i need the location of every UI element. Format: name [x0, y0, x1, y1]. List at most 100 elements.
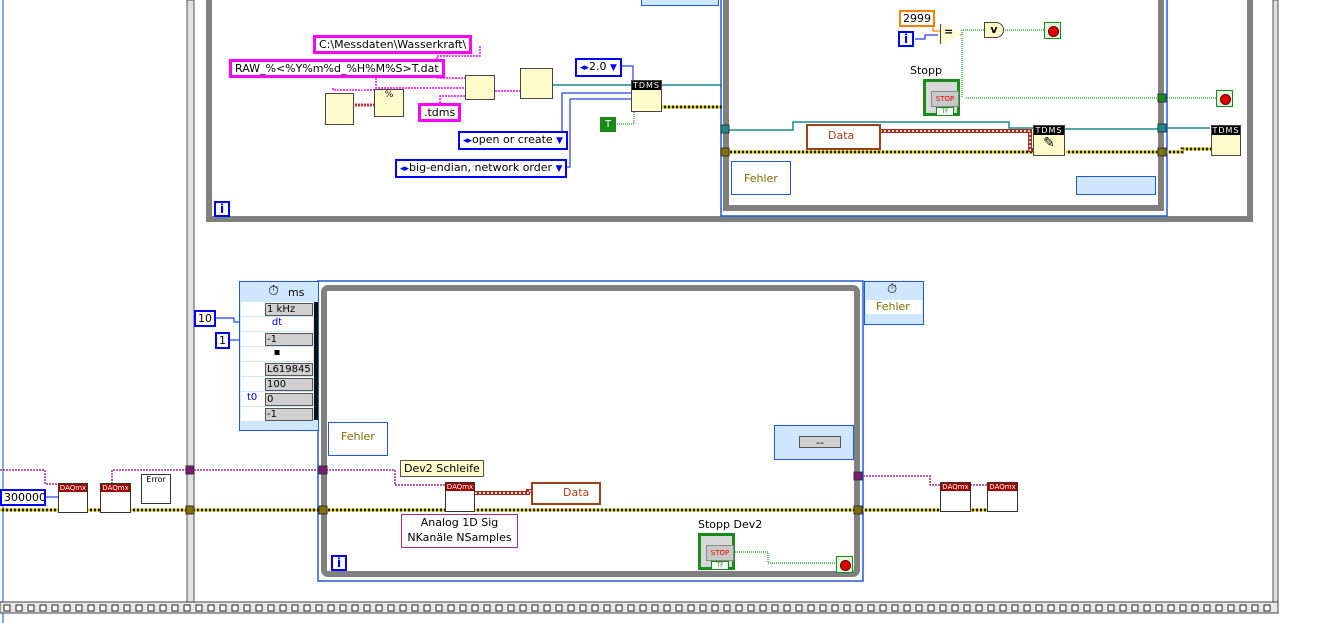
daqmx-read-node[interactable]: DAQmx [445, 482, 475, 512]
operation-enum-value: open or create [472, 133, 553, 146]
filmstrip-sprocket [219, 604, 227, 612]
daqmx-start-node[interactable]: DAQmx [100, 483, 131, 513]
path-constant[interactable]: C:\Messdaten\Wasserkraft\ [313, 35, 473, 54]
filmstrip-sprocket [1107, 604, 1115, 612]
timed-loop-inner-frame [321, 285, 860, 577]
sequence-frame-right [1272, 0, 1279, 613]
filmstrip-sprocket [15, 604, 23, 612]
tf-text: TF [711, 561, 729, 570]
dt-constant[interactable]: 10 [194, 310, 216, 327]
filmstrip-sprocket [663, 604, 671, 612]
filmstrip-sprocket [807, 604, 815, 612]
filmstrip-sprocket [495, 604, 503, 612]
filmstrip-sprocket [411, 604, 419, 612]
t0-label: t0 [247, 392, 258, 403]
filmstrip-sprocket [783, 604, 791, 612]
clock-icon: ⏱ [268, 283, 279, 299]
tdms-close-node[interactable]: TDMS [1211, 125, 1241, 156]
filmstrip-sprocket [975, 604, 983, 612]
deadline-value: -1 [265, 408, 313, 421]
error-shift-cluster[interactable]: Fehler [731, 161, 791, 195]
true-constant[interactable]: T [600, 117, 616, 132]
inner-while-loop-frame [723, 0, 1164, 211]
filmstrip-sprocket [819, 604, 827, 612]
daqmx-label: DAQmx [446, 483, 474, 491]
stop-text: STOP [931, 91, 959, 107]
daqmx-clear-node[interactable]: DAQmx [987, 482, 1018, 512]
filmstrip-sprocket [939, 604, 947, 612]
filmstrip-sprocket [843, 604, 851, 612]
filmstrip-sprocket [27, 604, 35, 612]
daqmx-stop-node[interactable]: DAQmx [940, 482, 971, 512]
selector-line1: Analog 1D Sig [420, 516, 499, 529]
filmstrip-sprocket [747, 604, 755, 612]
filmstrip-sprocket [651, 604, 659, 612]
priority-value: 100 [265, 378, 313, 391]
extension-constant[interactable]: .tdms [418, 103, 462, 122]
sequence-frame-separator [186, 0, 195, 607]
dt-row: dt [241, 317, 313, 331]
filmstrip-sprocket [915, 604, 923, 612]
filmstrip-sprocket [1023, 604, 1031, 612]
daqmx-timing-node[interactable]: DAQmx [58, 483, 88, 513]
offset-constant[interactable]: 1 [215, 332, 230, 349]
daqmx-label: DAQmx [941, 483, 970, 491]
filmstrip-sprocket [579, 604, 587, 612]
timed-loop-iteration-terminal: i [331, 555, 347, 571]
filmstrip-sprocket [423, 604, 431, 612]
tdms-write-node[interactable]: TDMS✎ [1033, 125, 1065, 156]
or-node[interactable]: v [984, 22, 1004, 38]
operation-enum[interactable]: ◂▸open or create ▼ [458, 131, 569, 150]
filmstrip-sprocket [1059, 604, 1067, 612]
stopp-label: Stopp [910, 64, 942, 77]
filmstrip-sprocket [207, 604, 215, 612]
dev2-schleife-label: Dev2 Schleife [400, 460, 484, 477]
left-fehler-label: Fehler [341, 430, 375, 443]
filmstrip-sprocket [951, 604, 959, 612]
filmstrip-sprocket [267, 604, 275, 612]
filmstrip-sprocket [879, 604, 887, 612]
data-value-reference-node[interactable]: Data [806, 124, 881, 150]
byte-order-enum[interactable]: ◂▸big-endian, network order ▼ [395, 159, 568, 178]
filmstrip-sprocket [1143, 604, 1151, 612]
error-handler-node[interactable]: Error [141, 474, 171, 504]
timed-loop-output-node[interactable]: ⏱ Fehler [864, 281, 924, 325]
daqmx-label: DAQmx [59, 484, 87, 492]
version-enum[interactable]: ◂▸2.0 ▼ [575, 58, 622, 77]
compare-constant[interactable]: 2999 [899, 10, 935, 27]
filmstrip-sprocket [339, 604, 347, 612]
filmstrip-sprocket [159, 604, 167, 612]
filmstrip-sprocket [1251, 604, 1259, 612]
rate-constant[interactable]: 3000000 [0, 489, 46, 506]
filmstrip-sprocket [999, 604, 1007, 612]
selector-line2: NKanäle NSamples [407, 531, 512, 544]
filmstrip-sprocket [39, 604, 47, 612]
t0-value: 0 [265, 393, 313, 406]
left-error-cluster[interactable]: Fehler [328, 422, 388, 456]
filmstrip-sprocket [615, 604, 623, 612]
filmstrip-sprocket [771, 604, 779, 612]
filmstrip-sprocket [291, 604, 299, 612]
filmstrip-sprocket [171, 604, 179, 612]
inner-iteration-terminal: i [898, 31, 914, 47]
filmstrip-sprocket [531, 604, 539, 612]
build-path-icon [465, 75, 495, 100]
timeout-value: -1 [265, 333, 313, 346]
filename-format-constant[interactable]: RAW_%<%Y%m%d_%H%M%S>T.dat [229, 59, 445, 78]
filmstrip-sprocket [555, 604, 563, 612]
stopp-dev2-label: Stopp Dev2 [698, 518, 763, 531]
filmstrip-sprocket [855, 604, 863, 612]
filmstrip-sprocket [1155, 604, 1163, 612]
data-reference-write-node[interactable]: Data [531, 482, 601, 505]
filmstrip-sprocket [867, 604, 875, 612]
tdms-open-node[interactable]: TDMS [631, 80, 662, 112]
output-indicator-node[interactable]: -- [774, 425, 854, 460]
filmstrip-sprocket [471, 604, 479, 612]
filmstrip-sprocket [1239, 604, 1247, 612]
filmstrip-sprocket [231, 604, 239, 612]
